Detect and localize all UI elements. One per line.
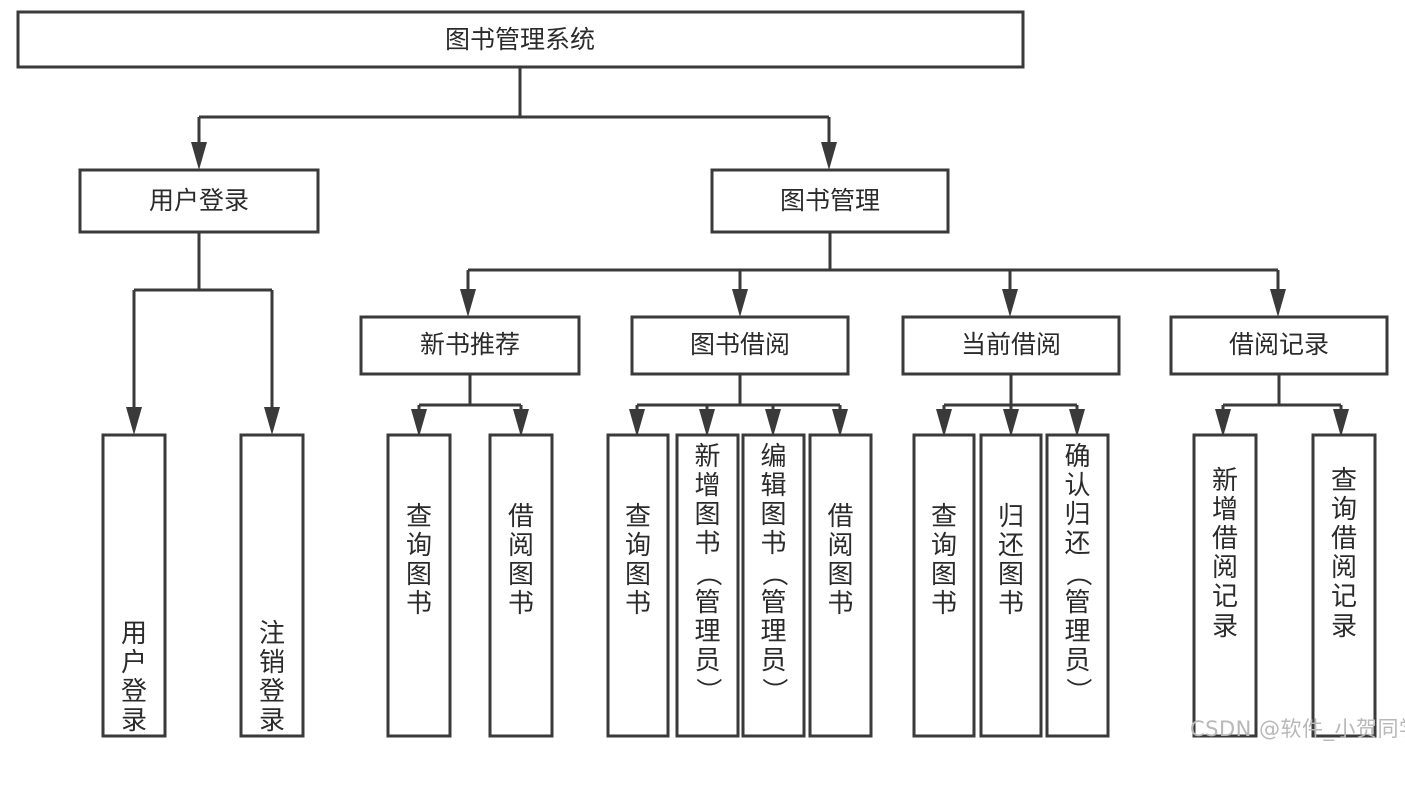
node-user-login-box[interactable] <box>78 168 320 234</box>
connector-current-borrow-to-leaves <box>936 374 1085 437</box>
node-user-login[interactable]: 用户登录 <box>78 168 320 234</box>
node-book-manage-label: 图书管理 <box>780 186 880 215</box>
arrow-head-icon <box>1002 289 1018 317</box>
arrow-head-icon <box>936 409 952 437</box>
node-book-manage[interactable]: 图书管理 <box>710 168 950 234</box>
arrow-head-icon <box>191 142 207 170</box>
connector-user-login-to-leaves <box>126 232 280 435</box>
leaf-box-query-book-2[interactable] <box>606 433 670 738</box>
leaf-box-query-record[interactable] <box>1311 433 1377 738</box>
node-borrow-record[interactable]: 借阅记录 <box>1169 315 1389 376</box>
flowchart-canvas: 图书管理系统 用户登录 图书管理 <box>16 10 1405 741</box>
leaf-box-add-book[interactable] <box>675 433 740 738</box>
arrow-head-icon <box>699 409 715 437</box>
arrow-head-icon <box>832 409 848 437</box>
arrow-head-icon <box>821 142 837 170</box>
arrow-head-icon <box>411 409 427 437</box>
arrow-head-icon <box>1003 409 1019 437</box>
leaf-box-edit-book[interactable] <box>741 433 806 738</box>
node-root-label: 图书管理系统 <box>445 25 595 54</box>
csdn-watermark: CSDN @软件_小贺同学 <box>1190 717 1405 741</box>
node-user-login-label: 用户登录 <box>149 186 249 215</box>
arrow-head-icon <box>1215 409 1231 437</box>
arrow-head-icon <box>1333 409 1349 437</box>
node-root[interactable]: 图书管理系统 <box>16 10 1025 69</box>
arrow-head-icon <box>460 289 476 317</box>
node-book-borrow[interactable]: 图书借阅 <box>630 315 850 376</box>
arrow-head-icon <box>765 409 781 437</box>
arrow-head-icon <box>126 407 142 435</box>
node-root-box[interactable] <box>16 10 1025 69</box>
node-borrow-record-label: 借阅记录 <box>1229 330 1329 359</box>
node-current-borrow[interactable]: 当前借阅 <box>901 315 1121 376</box>
connector-borrow-record-to-leaves <box>1215 374 1349 437</box>
leaf-box-borrow-book-2[interactable] <box>808 433 873 738</box>
leaf-box-user-login[interactable] <box>101 433 167 738</box>
arrow-head-icon <box>629 409 645 437</box>
connector-new-book-recommend-to-leaves <box>411 374 529 437</box>
leaf-box-query-book-1[interactable] <box>386 433 452 738</box>
node-new-book-recommend-label: 新书推荐 <box>420 330 520 359</box>
arrow-head-icon <box>264 407 280 435</box>
leaf-box-user-logout[interactable] <box>239 433 305 738</box>
arrow-head-icon <box>1270 289 1286 317</box>
leaf-box-borrow-book-1[interactable] <box>488 433 554 738</box>
leaf-box-return-book[interactable] <box>979 433 1043 738</box>
connector-root-to-level2 <box>191 67 837 170</box>
connector-book-manage-to-level3 <box>460 232 1286 317</box>
leaf-box-query-book-3[interactable] <box>912 433 976 738</box>
leaf-box-add-record[interactable] <box>1192 433 1258 738</box>
connector-book-borrow-to-leaves <box>629 374 848 437</box>
flowchart-svg: 图书管理系统 用户登录 图书管理 <box>16 10 1389 738</box>
arrow-head-icon <box>732 289 748 317</box>
node-current-borrow-box[interactable] <box>901 315 1121 376</box>
node-book-borrow-label: 图书借阅 <box>690 330 790 359</box>
leaf-box-confirm-return[interactable] <box>1045 433 1110 738</box>
arrow-head-icon <box>1069 409 1085 437</box>
arrow-head-icon <box>513 409 529 437</box>
node-new-book-recommend[interactable]: 新书推荐 <box>359 315 581 376</box>
node-current-borrow-label: 当前借阅 <box>961 330 1061 359</box>
node-new-book-recommend-box[interactable] <box>359 315 581 376</box>
